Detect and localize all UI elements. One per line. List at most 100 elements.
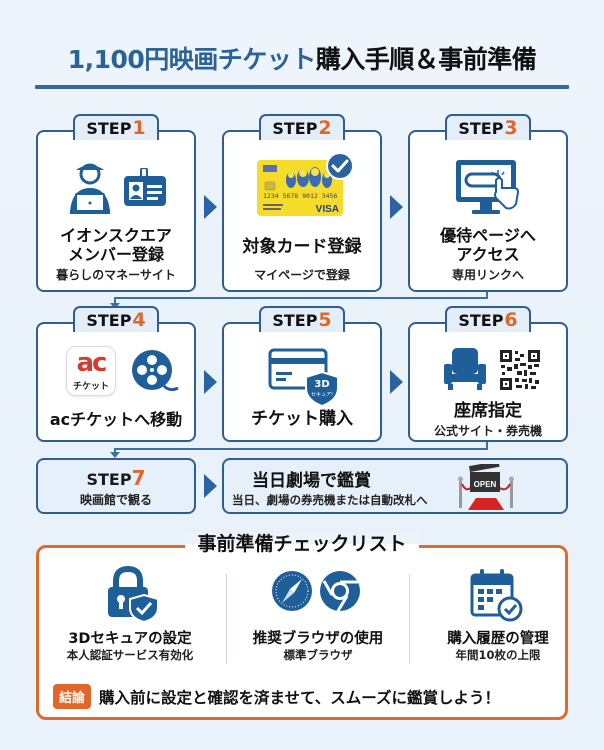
next-arrow [390,370,403,394]
next-arrow [204,370,217,394]
title-underline [35,85,569,89]
conclusion-badge: 結論 [53,684,92,709]
step-5-title: チケット購入 [251,409,353,429]
flow-connector [486,442,488,450]
calendar-check-icon [468,567,524,627]
step-label: STEP [272,118,318,138]
step-2-subtitle: マイページで登録 [254,268,350,282]
final-subtitle: 当日、劇場の券売機または自動改札へ [232,493,428,507]
card-brand: VISA [316,204,339,215]
cinema-seat-icon [442,346,488,396]
credit-card-image: 1234 5678 9012 3456 VISA [257,160,343,220]
card-shield-icon: 3D セキュア! [268,346,344,412]
flow-connector [114,297,488,299]
step-number: 6 [504,309,518,331]
step-1-title-line1: イオンスクエア [60,226,172,245]
step-number: 2 [318,117,332,139]
step-label: STEP [86,470,132,489]
step-7-heading: STEP7 [38,466,194,490]
checklist-item-title: 購入履歴の管理 [447,631,549,647]
step-label: STEP [86,310,132,330]
step-3-card: 優待ページへ アクセス 専用リンクへ [408,130,568,292]
flow-connector [114,448,116,454]
step-1-title-line2: メンバー登録 [67,245,164,264]
title-rest: 購入手順＆事前準備 [315,45,537,74]
flow-connector [114,448,488,450]
checklist-item-subtitle: 年間10枚の上限 [455,648,541,662]
divider [226,574,227,664]
step-4-card: ac チケット acチケットへ移動 [36,322,196,442]
next-arrow [390,195,403,219]
page-title: 1,100円映画チケット購入手順＆事前準備 [36,40,568,76]
step-number: 3 [504,117,518,139]
step-3-title-line2: アクセス [456,245,520,264]
checklist-title: 事前準備チェックリスト [0,529,604,556]
id-card-icon [122,167,168,212]
shield-label-secure: セキュア! [311,392,333,398]
flow-connector [114,297,116,305]
clapperboard-red-carpet-icon: OPEN [456,460,516,516]
checklist-item-subtitle: 本人認証サービス有効化 [66,648,194,662]
ac-ticket-app-icon: ac チケット [66,346,116,396]
step-3-title: 優待ページへ アクセス [410,226,566,264]
qr-code-icon [500,350,540,394]
checklist-item: 推奨ブラウザの使用 標準ブラウザ [230,565,406,665]
checklist-item-subtitle: 標準ブラウザ [283,648,353,662]
divider [409,574,410,664]
step-label: STEP [272,310,318,330]
step-3-subtitle: 専用リンクへ [451,268,524,282]
step-6-title: 座席指定 [454,401,522,421]
step-7-subtitle: 映画館で観る [79,493,152,507]
step-label: STEP [86,118,132,138]
lock-shield-icon [106,565,160,627]
safari-browser-icon [270,569,314,617]
step-1-title: イオンスクエア メンバー登録 [38,226,194,264]
step-4-title: acチケットへ移動 [49,410,183,429]
step-number: 5 [318,309,332,331]
final-step-card: 当日劇場で鑑賞 当日、劇場の券売機または自動改札へ OPEN [222,458,568,514]
film-reel-icon [130,348,180,398]
checklist-title-text: 事前準備チェックリスト [185,533,419,555]
step-2-title: 対象カード登録 [242,237,362,257]
conclusion-text: 購入前に設定と確認を済ませて、スムーズに鑑賞しよう！ [99,688,501,707]
checklist-item-title: 3Dセキュアの設定 [68,631,192,647]
checklist-item-title: 推奨ブラウザの使用 [252,631,384,647]
flow-connector [486,291,488,299]
step-1-subtitle: 暮らしのマネーサイト [56,268,176,282]
step-5-card: 3D セキュア! チケット購入 [222,322,382,442]
step-label: STEP [458,310,504,330]
step-7-card: STEP7 映画館で観る [36,458,196,514]
step-6-subtitle: 公式サイト・券売機 [433,424,542,438]
open-sign: OPEN [474,480,497,489]
shield-label-3d: 3D [314,379,330,390]
step-number: 4 [132,309,146,331]
check-circle-icon [326,152,354,184]
checklist-item: 3Dセキュアの設定 本人認証サービス有効化 [42,565,218,665]
conclusion: 結論 購入前に設定と確認を済ませて、スムーズに鑑賞しよう！ [53,684,500,709]
ac-caption: チケット [72,382,109,392]
card-number: 1234 5678 9012 3456 [263,192,337,200]
chrome-browser-icon [318,569,362,617]
flow-arrowhead [110,452,120,458]
step-3-title-line1: 優待ページへ [440,226,536,245]
step-number: 1 [132,117,146,139]
step-label: STEP [458,118,504,138]
checklist-item: 購入履歴の管理 年間10枚の上限 [410,565,586,665]
step-6-card: 座席指定 公式サイト・券売機 [408,322,568,442]
step-number: 7 [131,466,146,490]
step-2-card: 1234 5678 9012 3456 VISA 対象カード登録 マイページで登… [222,130,382,292]
next-arrow [204,195,217,219]
user-laptop-icon [68,162,112,222]
ac-logo: ac [76,348,108,378]
monitor-click-icon [454,158,526,222]
step-1-card: イオンスクエア メンバー登録 暮らしのマネーサイト [36,130,196,292]
title-highlight: 1,100円映画チケット [67,45,317,74]
final-title: 当日劇場で鑑賞 [252,471,371,491]
next-arrow [204,474,217,498]
